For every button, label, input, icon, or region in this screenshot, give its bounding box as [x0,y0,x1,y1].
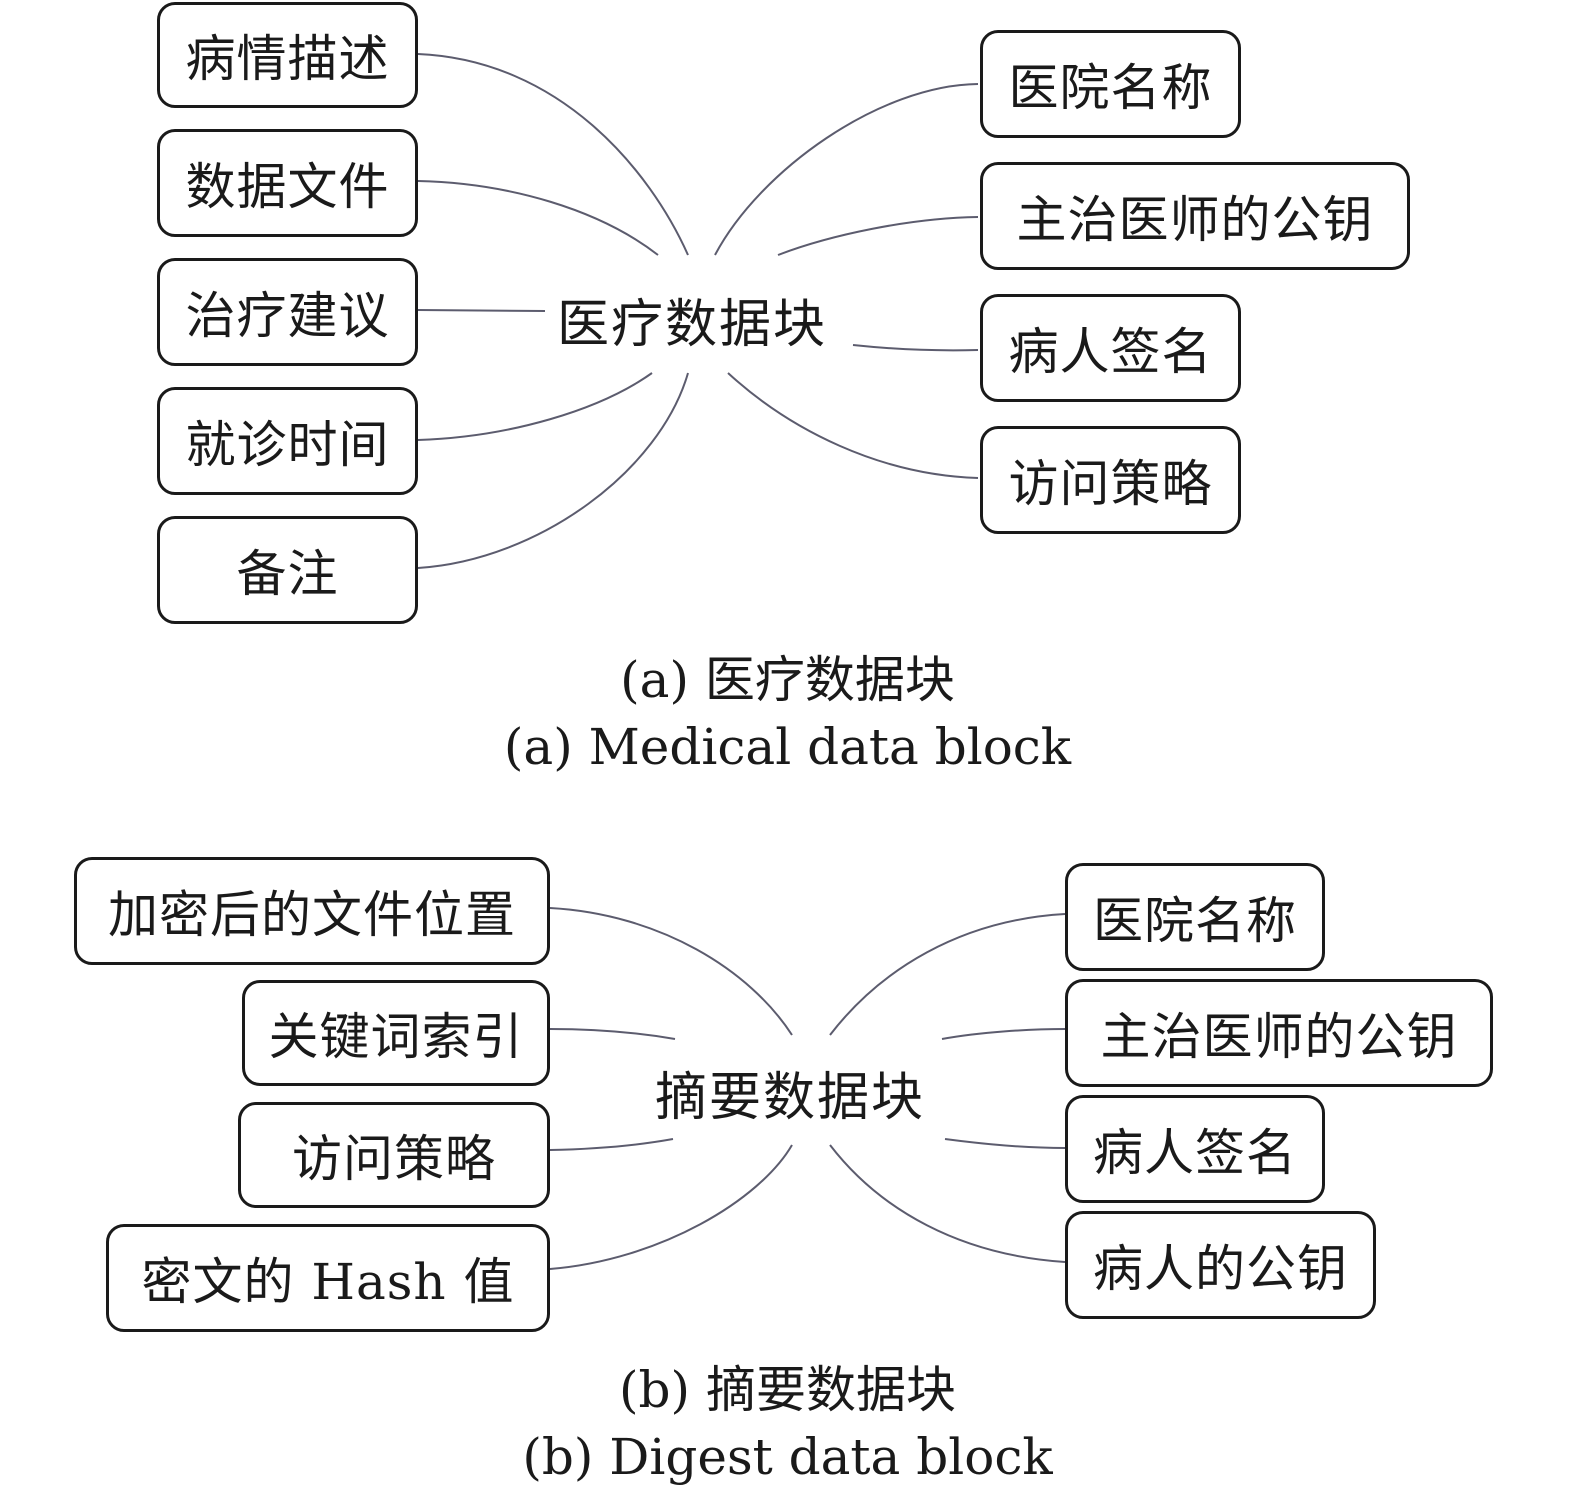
caption-b-english: (b) Digest data block [522,1428,1053,1486]
connector-b-right-4 [829,1144,1066,1263]
connector-b-right-3 [944,1138,1066,1149]
node-a-right-2: 主治医师的公钥 [980,162,1410,270]
node-label: 病人签名 [1093,1124,1297,1182]
connector-a-left-3 [417,309,546,312]
connector-b-left-2 [549,1028,676,1040]
node-label: 数据文件 [185,158,390,216]
node-label: 主治医师的公钥 [1100,1008,1458,1066]
node-b-left-1: 加密后的文件位置 [74,857,550,965]
node-label: 关键词索引 [268,1008,524,1066]
node-label: 访问策略 [292,1130,496,1188]
medical-data-block-diagram: 病情描述 数据文件 治疗建议 就诊时间 备注 医疗数据块 医院名称 主治医师的公… [157,2,1410,776]
node-label: 治疗建议 [185,287,390,345]
node-label: 医院名称 [1008,59,1213,117]
node-b-right-2: 主治医师的公钥 [1065,979,1493,1087]
node-b-right-4: 病人的公钥 [1065,1211,1376,1319]
caption-a-chinese: (a) 医疗数据块 [620,651,955,709]
connector-a-left-5 [417,372,689,569]
caption-b-chinese: (b) 摘要数据块 [619,1361,956,1419]
node-a-right-4: 访问策略 [980,426,1241,534]
node-a-left-5: 备注 [157,516,418,624]
node-label: 病人签名 [1008,323,1213,381]
node-label: 备注 [236,545,339,603]
node-a-left-2: 数据文件 [157,129,418,237]
connector-a-right-1 [714,83,979,256]
connector-b-left-4 [549,1144,793,1270]
caption-a-english: (a) Medical data block [503,718,1072,776]
node-a-left-3: 治疗建议 [157,258,418,366]
connector-a-left-4 [417,372,653,441]
node-label: 加密后的文件位置 [108,886,516,944]
node-label: 密文的 Hash 值 [141,1253,515,1311]
node-a-left-4: 就诊时间 [157,387,418,495]
connector-a-right-4 [727,372,979,479]
connector-a-right-2 [777,216,979,256]
node-a-right-1: 医院名称 [980,30,1241,138]
node-label: 医院名称 [1093,892,1297,950]
connector-b-left-3 [549,1138,674,1151]
node-b-right-1: 医院名称 [1065,863,1325,971]
node-a-left-1: 病情描述 [157,2,418,108]
connector-a-left-2 [417,180,659,256]
node-b-right-3: 病人签名 [1065,1095,1325,1203]
center-node-a: 医疗数据块 [557,295,828,355]
center-node-b: 摘要数据块 [655,1068,926,1128]
diagram-b-connectors [549,907,1066,1270]
digest-data-block-diagram: 加密后的文件位置 关键词索引 访问策略 密文的 Hash 值 摘要数据块 医院名… [0,850,1575,1496]
node-b-left-4: 密文的 Hash 值 [106,1224,550,1332]
node-label: 主治医师的公钥 [1016,191,1374,249]
node-a-right-3: 病人签名 [980,294,1241,402]
connector-a-left-1 [417,53,689,256]
node-label: 就诊时间 [185,416,390,474]
connector-b-right-1 [829,913,1066,1036]
node-label: 病情描述 [185,30,390,88]
diagram-a-connectors [417,53,979,569]
node-label: 病人的公钥 [1093,1240,1348,1298]
node-b-left-3: 访问策略 [238,1102,550,1208]
connector-b-left-1 [549,907,793,1036]
node-label: 访问策略 [1008,455,1213,513]
node-b-left-2: 关键词索引 [242,980,550,1086]
connector-b-right-2 [941,1028,1066,1040]
connector-a-right-3 [852,344,979,352]
